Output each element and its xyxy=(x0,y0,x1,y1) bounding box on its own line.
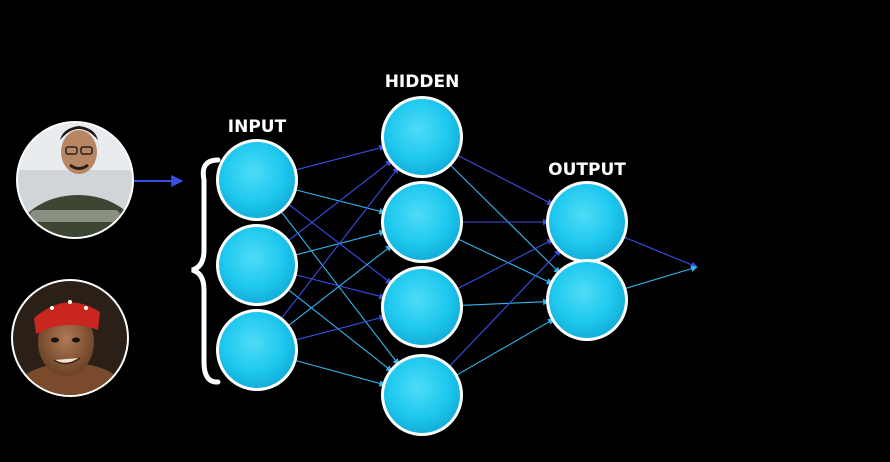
hidden-node xyxy=(381,181,463,263)
edges-output-final xyxy=(621,235,698,290)
hidden-to-output-edge xyxy=(455,238,554,291)
hidden-to-output-edge xyxy=(448,163,561,274)
input-to-hidden-edge xyxy=(279,166,400,321)
input-to-hidden-edge xyxy=(279,209,400,366)
input-to-hidden-edge xyxy=(286,244,393,328)
portrait-bottom xyxy=(11,279,129,397)
hidden-to-output-edge xyxy=(447,249,562,368)
output-to-result-edge xyxy=(623,265,698,290)
hidden-layer-label: HIDDEN xyxy=(385,72,460,92)
edges-hidden-output xyxy=(447,153,562,377)
input-to-hidden-edge xyxy=(286,288,393,372)
hidden-to-output-edge xyxy=(454,318,555,377)
input-brace xyxy=(191,157,221,385)
hidden-to-output-edge xyxy=(459,298,550,306)
hidden-node xyxy=(381,354,463,436)
output-node xyxy=(546,181,628,263)
output-to-result-edge xyxy=(621,235,698,268)
input-node xyxy=(216,139,298,221)
portrait-top xyxy=(16,121,134,239)
input-to-hidden-edge xyxy=(293,144,386,171)
hidden-node xyxy=(381,266,463,348)
output-node xyxy=(546,259,628,341)
input-to-hidden-edge xyxy=(293,359,386,387)
input-layer-label: INPUT xyxy=(228,117,287,137)
hidden-to-output-edge xyxy=(456,237,554,285)
network-nodes xyxy=(216,96,628,436)
edges-input-hidden xyxy=(279,144,400,387)
input-to-hidden-edge xyxy=(286,159,393,243)
input-to-hidden-edge xyxy=(293,314,386,341)
input-node xyxy=(216,309,298,391)
output-layer-label: OUTPUT xyxy=(548,160,626,180)
hidden-node xyxy=(381,96,463,178)
hidden-to-output-edge xyxy=(455,153,554,206)
input-node xyxy=(216,224,298,306)
